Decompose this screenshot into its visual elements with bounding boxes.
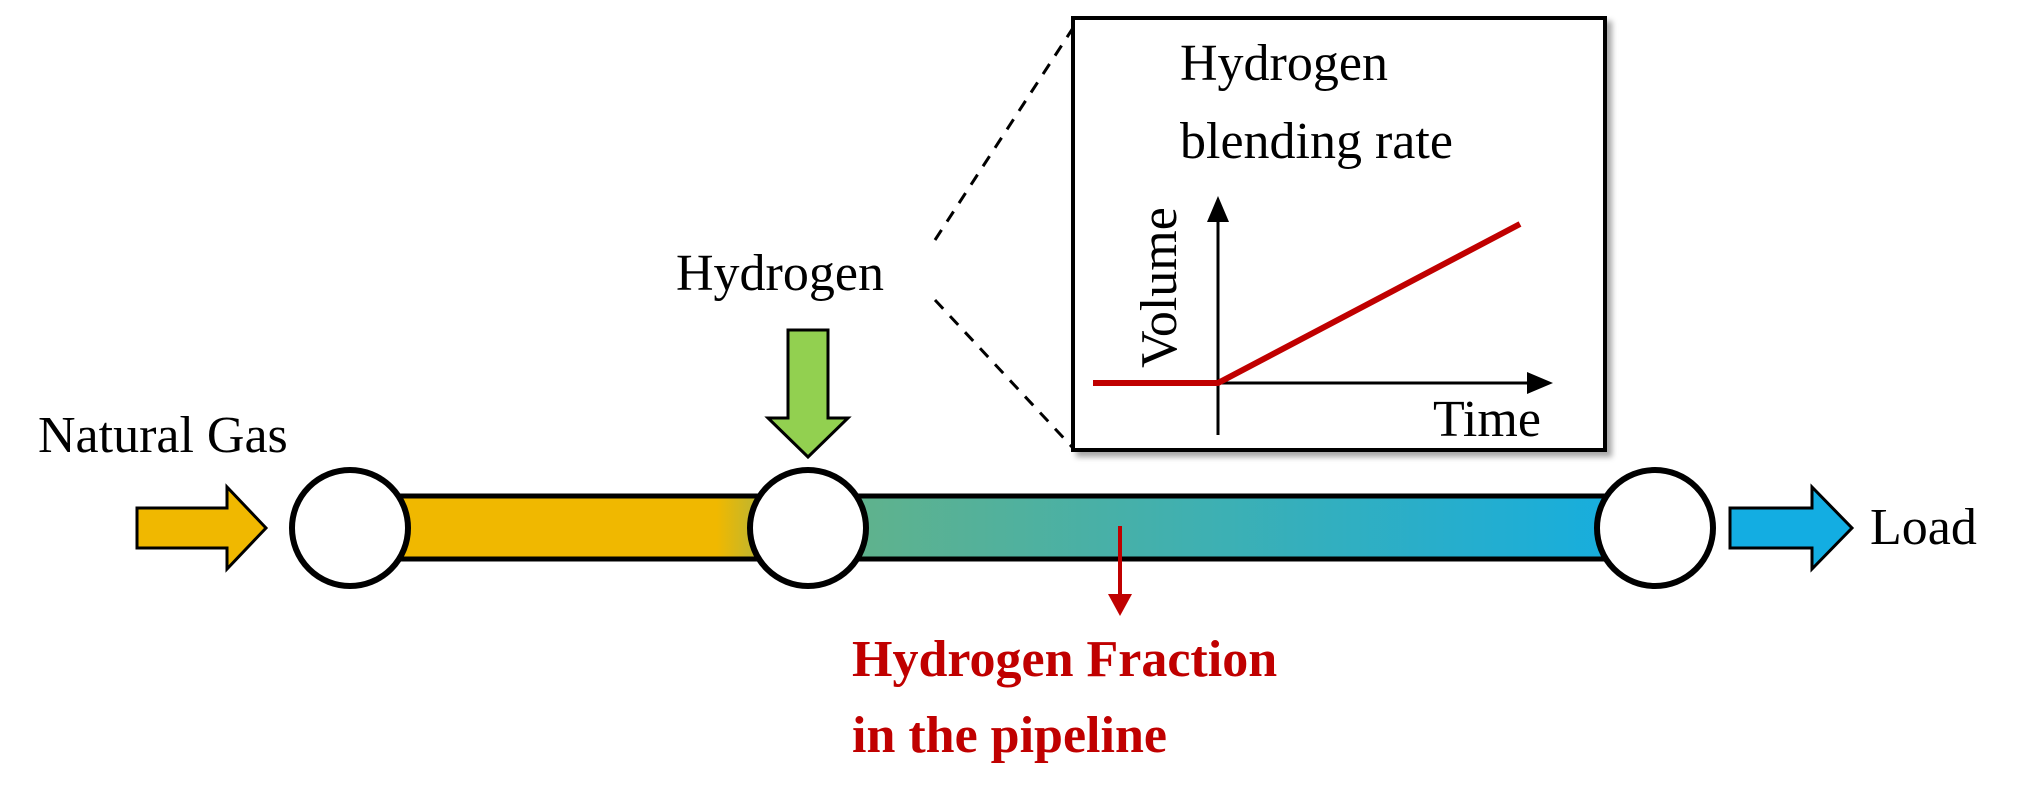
injection-node (747, 467, 869, 589)
inset-y-axis-label: Volume (1131, 207, 1188, 368)
fraction-pointer-arrowhead-icon (1108, 594, 1132, 616)
fraction-label-line2: in the pipeline (852, 707, 1167, 764)
inset-y-axis-arrowhead-icon (1207, 196, 1229, 222)
load-node (1594, 467, 1716, 589)
fraction-label-line1: Hydrogen Fraction (852, 631, 1277, 688)
source-node (289, 467, 411, 589)
pipeline (347, 493, 1653, 562)
zoom-line-upper (933, 27, 1075, 241)
inset-x-axis-arrowhead-icon (1527, 372, 1553, 394)
natural-gas-label: Natural Gas (38, 407, 288, 464)
inset-frame (1071, 16, 1607, 452)
natural-gas-arrow-icon (135, 483, 269, 573)
blending-rate-line (1093, 221, 1522, 386)
load-label: Load (1870, 499, 1977, 556)
hydrogen-label: Hydrogen (676, 245, 884, 302)
hydrogen-injection-arrow-icon (764, 328, 852, 460)
inset-title-line1: Hydrogen (1180, 35, 1388, 92)
inset-title-line2: blending rate (1180, 113, 1453, 170)
zoom-line-lower (933, 298, 1075, 450)
inset-panel: Hydrogen blending rate Volume Time (1071, 16, 1607, 452)
load-arrow-icon (1728, 483, 1855, 573)
inset-x-axis-label: Time (1433, 391, 1541, 448)
